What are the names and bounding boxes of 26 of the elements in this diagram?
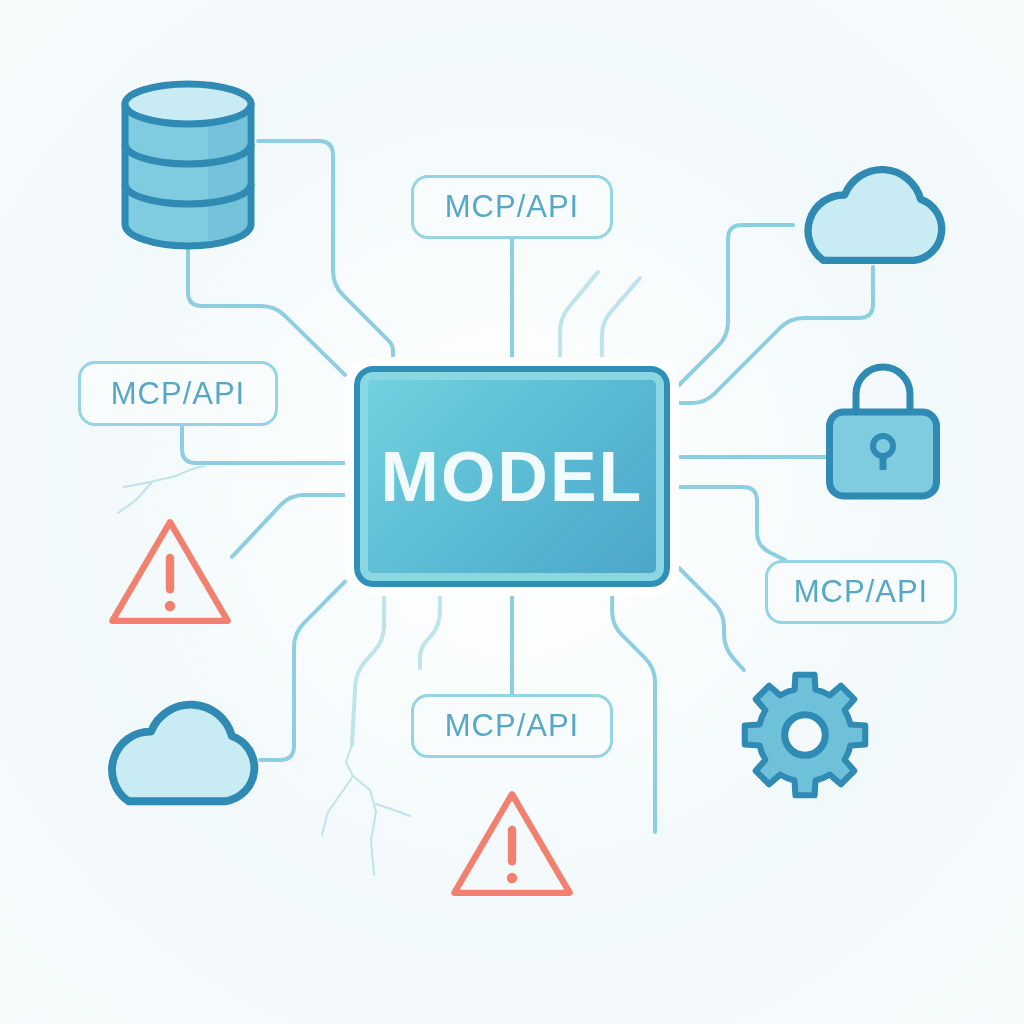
central-box: MODEL	[345, 357, 679, 596]
connector-line	[350, 594, 387, 747]
interface-tag: MCP/API	[411, 694, 613, 758]
connector-line	[610, 594, 657, 834]
connector-line	[180, 424, 347, 465]
warning-icon	[108, 518, 232, 625]
connector-line	[599, 276, 642, 359]
interface-tag: MCP/API	[411, 175, 613, 239]
connector-line	[677, 265, 875, 405]
connector-line	[558, 270, 600, 359]
gear-icon	[740, 670, 870, 800]
connector-line	[186, 248, 347, 377]
connector-line	[510, 594, 514, 696]
connector-line	[677, 485, 787, 562]
interface-tag: MCP/API	[765, 560, 957, 624]
connector-line	[418, 594, 442, 670]
connector-line	[510, 237, 514, 359]
interface-tag: MCP/API	[78, 361, 278, 426]
connector-line	[677, 566, 746, 672]
connector-line	[230, 492, 347, 559]
connector-line	[677, 454, 828, 459]
lock-icon	[826, 363, 940, 500]
connector-line	[677, 223, 795, 387]
warning-icon	[450, 790, 574, 897]
connector-line	[256, 139, 396, 359]
connector-line	[258, 579, 347, 762]
